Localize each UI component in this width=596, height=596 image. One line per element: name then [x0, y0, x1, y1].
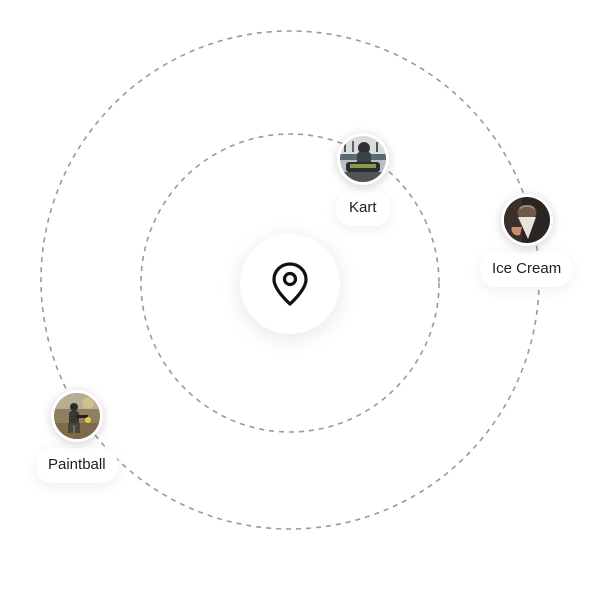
place-label: Paintball [36, 448, 118, 483]
place-label: Kart [336, 191, 390, 226]
paintball-photo [53, 393, 100, 439]
paintball-avatar[interactable] [50, 390, 103, 442]
place-label: Ice Cream [480, 252, 574, 287]
kart-avatar[interactable] [336, 133, 389, 185]
kart-photo [339, 136, 386, 182]
place-kart[interactable]: Kart [336, 133, 390, 226]
place-ice-cream[interactable]: Ice Cream [480, 194, 574, 287]
ice-cream-photo [503, 197, 550, 243]
place-paintball[interactable]: Paintball [36, 390, 118, 483]
ice-cream-avatar[interactable] [500, 194, 553, 246]
center-location-button[interactable] [240, 234, 340, 334]
inner-orbit-ring [140, 133, 440, 433]
map-pin-icon [272, 262, 308, 306]
